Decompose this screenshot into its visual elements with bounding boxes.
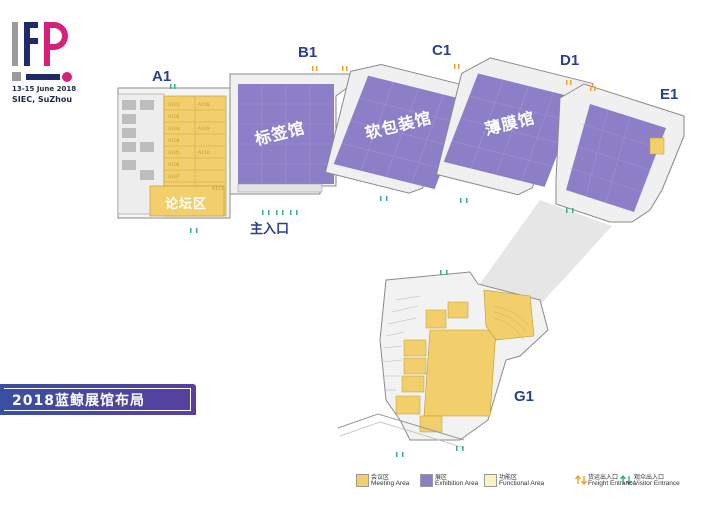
banner-frame — [4, 388, 191, 411]
booth-label: A103 — [168, 126, 180, 132]
booth-label: A102 — [168, 114, 180, 120]
g1-room[interactable] — [403, 339, 427, 357]
booth-label: A105 — [168, 150, 180, 156]
g1-room[interactable] — [425, 309, 447, 329]
hall-label-a1: A1 — [152, 68, 172, 85]
g1-auditorium[interactable] — [483, 289, 535, 341]
legend-label-cn: 观众出入口 — [634, 474, 665, 481]
functional-swatch — [484, 474, 497, 487]
hall-c1[interactable] — [324, 58, 483, 204]
legend-label-en: Visitor Entrance — [634, 480, 680, 487]
logo-letter-i — [12, 22, 18, 66]
hall-label-e1: E1 — [660, 86, 679, 103]
hall-b1[interactable] — [229, 73, 353, 195]
freight-arrows-icon — [574, 474, 588, 486]
g1-main-hall[interactable] — [423, 329, 497, 417]
title-banner: 2018蓝鲸展馆布局 — [0, 384, 196, 415]
e1-exhibition-area[interactable] — [566, 104, 666, 212]
g1-room[interactable] — [395, 395, 421, 415]
booth-label: A101 — [168, 102, 180, 108]
visitor-arrows-icon — [619, 474, 633, 486]
banner-background — [0, 384, 196, 415]
hall-label-c1: C1 — [432, 42, 452, 59]
event-date: 13-15 June 2018 — [12, 85, 77, 93]
visitor-entrance-markers — [170, 84, 574, 457]
map-legend: 会议区 Meeting Area 展区 Exhibition Area 功能区 … — [356, 471, 716, 501]
logo-bar-blue — [26, 74, 60, 80]
g1-room[interactable] — [447, 301, 469, 319]
meeting-swatch — [356, 474, 369, 487]
booth-label: A107 — [168, 174, 180, 180]
legend-label-cn: 功能区 — [499, 474, 518, 481]
g1-room[interactable] — [403, 357, 427, 375]
logo-mark — [12, 22, 72, 82]
g1-room[interactable] — [401, 375, 425, 393]
hall-e1[interactable] — [555, 83, 685, 223]
main-entrance-label: 主入口 — [250, 222, 290, 237]
banner-title: 2018蓝鲸展馆布局 — [12, 393, 145, 409]
legend-label-cn: 展区 — [435, 474, 448, 481]
hall-label-b1: B1 — [298, 44, 318, 61]
d1-exhibition-area[interactable] — [443, 71, 580, 190]
e1-meeting-room[interactable] — [649, 137, 665, 155]
booth-label: A108 — [198, 102, 210, 108]
hall-g1[interactable] — [337, 271, 549, 449]
freight-entrance-markers — [312, 64, 596, 91]
logo-letter-p — [44, 22, 68, 66]
forum-zone-label: 论坛区 — [165, 197, 208, 212]
hall-label-d1: D1 — [560, 52, 580, 69]
logo-dot-gray — [12, 72, 21, 81]
legend-label-en: Exhibition Area — [435, 480, 479, 487]
booth-label: A109 — [198, 126, 210, 132]
legend-label-en: Meeting Area — [371, 480, 410, 487]
legend-label-cn: 货运出入口 — [588, 474, 619, 481]
hall-label-g1: G1 — [514, 388, 535, 405]
c1-exhibition-area[interactable] — [333, 73, 469, 192]
logo-letter-f — [24, 22, 38, 66]
exhibition-swatch — [420, 474, 433, 487]
booth-label: A110 — [198, 150, 210, 156]
forum-area[interactable] — [149, 185, 225, 217]
connector-corridor — [474, 200, 612, 318]
event-venue: SIEC, SuZhou — [12, 95, 73, 104]
booth-label: A104 — [168, 138, 180, 144]
legend-label-en: Freight Entrance — [588, 480, 637, 487]
hall-d1[interactable] — [435, 52, 594, 206]
legend-label-cn: 会议区 — [371, 474, 390, 481]
legend-label-en: Functional Area — [499, 480, 545, 487]
booth-label: A111 — [212, 186, 224, 192]
logo-dot-pink — [62, 72, 72, 82]
booth-label: A106 — [168, 162, 180, 168]
